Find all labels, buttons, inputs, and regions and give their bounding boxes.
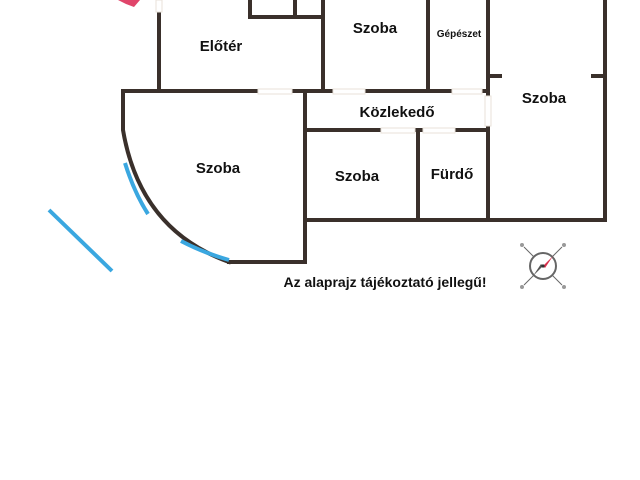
room-label-furdo: Fürdő [431,166,474,183]
entrance-arrow-icon [118,0,140,7]
door-openings [155,0,492,134]
window-curved-left [123,162,150,216]
room-label-eloter: Előtér [200,38,243,55]
room-label-gepeszet: Gépészet [437,29,482,40]
compass-icon [520,243,566,289]
room-label-szoba-curved: Szoba [196,160,241,177]
room-label-kozlekedo: Közlekedő [359,104,434,121]
window-curved-bottom [180,239,230,262]
walls [121,0,607,265]
room-label-szoba-top: Szoba [353,20,398,37]
room-label-szoba-middle: Szoba [335,168,380,185]
windows [47,162,230,273]
room-label-szoba-right: Szoba [522,90,567,107]
window-detached [47,208,114,273]
disclaimer-text: Az alaprajz tájékoztató jellegű! [283,274,486,290]
